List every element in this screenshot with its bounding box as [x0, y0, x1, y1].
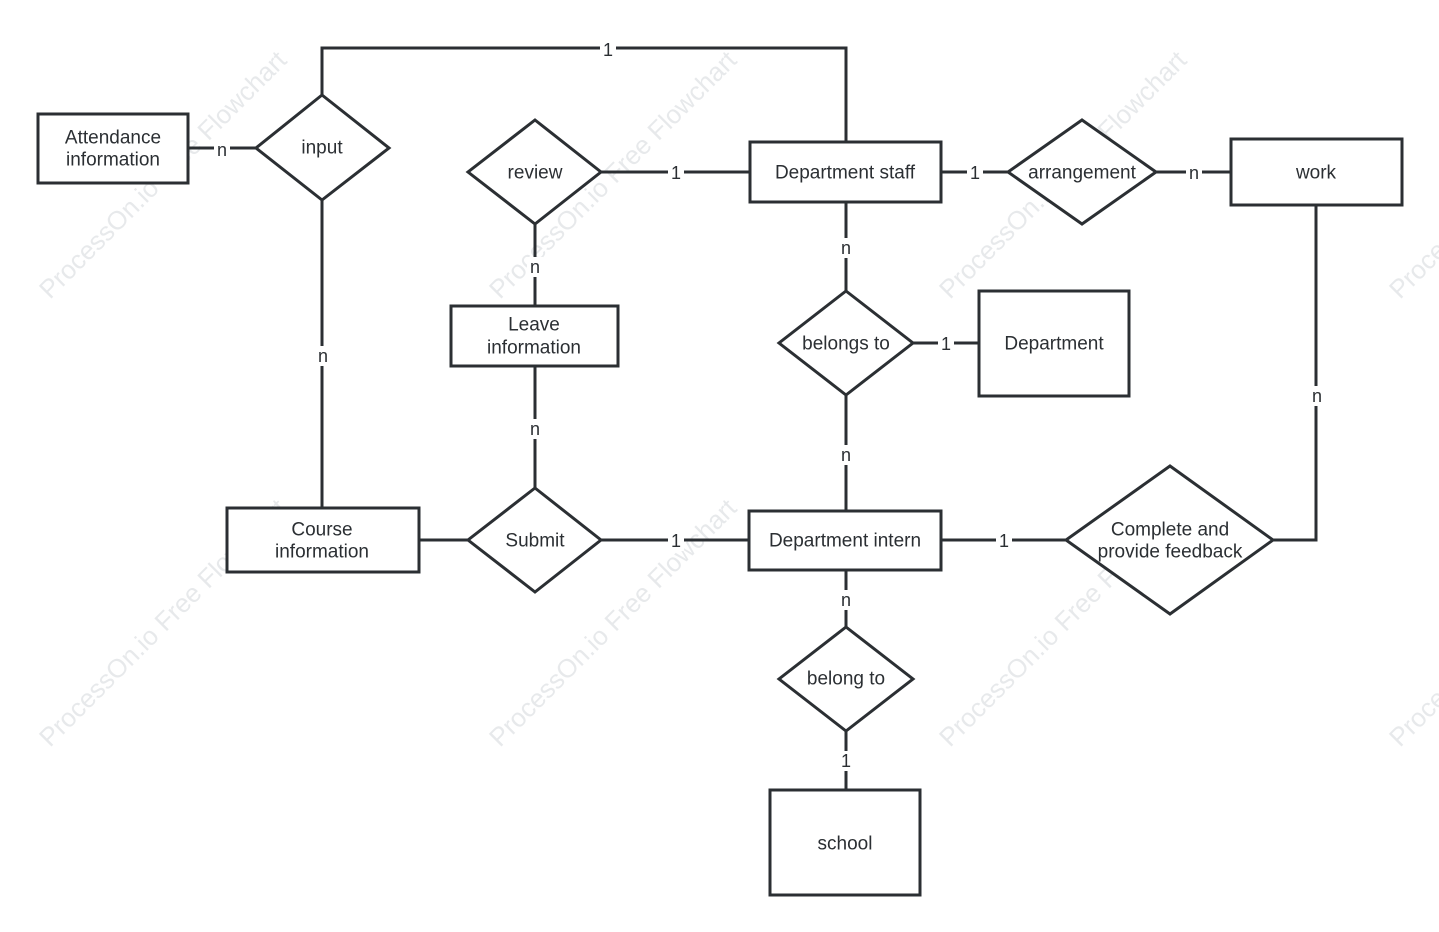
card-staff-arrangement: 1 [967, 163, 983, 183]
relationship-label: provide feedback [1098, 542, 1243, 563]
svg-text:n: n [318, 346, 328, 366]
entity-label: Leave [508, 315, 560, 336]
relationship-label: belongs to [802, 334, 890, 355]
card-review-leave: n [527, 257, 543, 277]
card-belongs-department: 1 [938, 334, 954, 354]
svg-text:1: 1 [941, 334, 951, 354]
relationship-label: review [508, 163, 563, 184]
card-review-staff: 1 [668, 163, 684, 183]
svg-text:1: 1 [671, 163, 681, 183]
entity-label: work [1295, 163, 1337, 184]
relationship-arrangement[interactable]: arrangement [1005, 118, 1159, 226]
entity-attendance-information[interactable]: Attendance information [36, 112, 190, 185]
card-intern-complete: 1 [996, 531, 1012, 551]
entity-label: Course [291, 520, 352, 541]
entity-label: Department intern [769, 531, 921, 552]
svg-text:n: n [217, 140, 227, 160]
entity-label: information [487, 338, 581, 359]
card-intern-belong: n [838, 590, 854, 610]
relationship-label: input [301, 138, 343, 159]
watermark: ProcessOn.io Free Flowchart [1383, 492, 1439, 752]
entity-label: school [818, 834, 873, 855]
card-input-staff: 1 [600, 39, 616, 60]
svg-text:1: 1 [970, 163, 980, 183]
svg-text:1: 1 [999, 531, 1009, 551]
entity-department[interactable]: Department [977, 289, 1131, 398]
relationship-label: arrangement [1028, 163, 1136, 184]
entity-school[interactable]: school [768, 788, 922, 897]
card-belongs-intern: n [838, 445, 854, 465]
card-input-course: n [315, 346, 331, 366]
entity-label: Attendance [65, 128, 161, 149]
entity-leave-information[interactable]: Leave information [449, 304, 620, 368]
svg-text:1: 1 [603, 40, 613, 60]
entity-course-information[interactable]: Course information [225, 506, 421, 574]
relationship-belongs-to[interactable]: belongs to [776, 289, 916, 397]
relationship-review[interactable]: review [465, 118, 604, 226]
cardinality-labels: 1 n n 1 n n 1 n n 1 n 1 1 n n 1 [214, 39, 1325, 771]
relationship-complete-and-provide-feedback[interactable]: Complete and provide feedback [1063, 464, 1276, 616]
relationship-submit[interactable]: Submit [465, 486, 604, 594]
edge-input-staff [320, 46, 848, 142]
entity-label: Department staff [775, 163, 916, 184]
svg-text:1: 1 [841, 751, 851, 771]
relationship-label: belong to [807, 669, 885, 690]
svg-text:n: n [530, 419, 540, 439]
edge-work-complete [1273, 205, 1318, 542]
card-attendance-input: n [214, 139, 230, 160]
svg-text:1: 1 [671, 531, 681, 551]
entity-label: information [66, 150, 160, 171]
entity-label: information [275, 542, 369, 563]
card-work-complete: n [1309, 386, 1325, 406]
svg-text:n: n [530, 257, 540, 277]
svg-text:n: n [841, 445, 851, 465]
entity-department-staff[interactable]: Department staff [748, 140, 943, 204]
entity-department-intern[interactable]: Department intern [747, 509, 943, 572]
relationship-belong-to[interactable]: belong to [776, 625, 916, 733]
card-belong-school: 1 [838, 751, 854, 771]
card-arrangement-work: n [1186, 163, 1202, 183]
relationship-label: Complete and [1111, 520, 1229, 541]
relationship-label: Submit [505, 531, 565, 552]
relationship-input[interactable]: input [253, 93, 392, 202]
svg-text:n: n [841, 238, 851, 258]
watermark-layer: ProcessOn.io Free Flowchart ProcessOn.io… [33, 44, 1439, 752]
svg-text:n: n [1189, 163, 1199, 183]
entity-work[interactable]: work [1229, 137, 1404, 207]
card-staff-belongs: n [838, 238, 854, 258]
card-submit-intern: 1 [668, 531, 684, 551]
svg-text:n: n [841, 590, 851, 610]
entity-label: Department [1004, 334, 1104, 355]
card-leave-submit: n [527, 419, 543, 439]
svg-text:n: n [1312, 386, 1322, 406]
